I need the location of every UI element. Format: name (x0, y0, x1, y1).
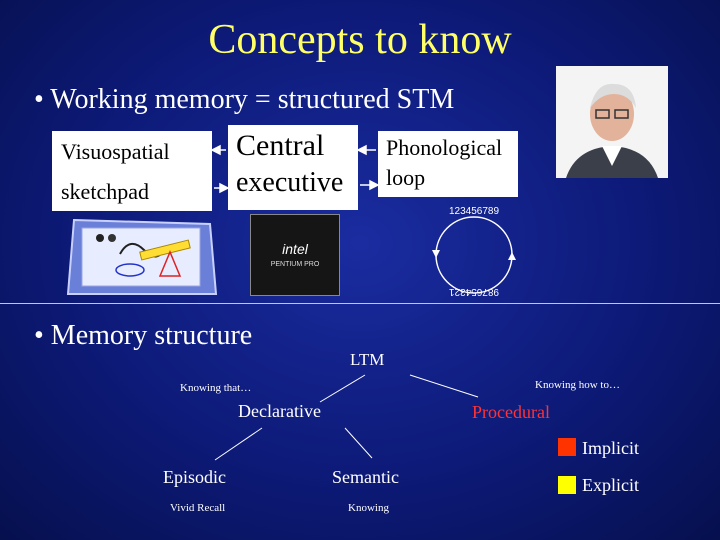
chip-logo: intel (282, 241, 308, 257)
bullet-working-memory: • Working memory = structured STM (34, 84, 455, 115)
visuospatial-box: Visuospatial sketchpad (52, 131, 212, 211)
executive-label: executive (236, 167, 344, 198)
central-label: Central (236, 129, 325, 162)
arrow-head-right-phon (369, 179, 380, 191)
chip-text: PENTIUM PRO (270, 261, 320, 268)
portrait-photo (556, 66, 668, 178)
sketchpad-label: sketchpad (61, 179, 149, 204)
explicit-swatch (558, 476, 576, 494)
implicit-swatch (558, 438, 576, 456)
slide-title: Concepts to know (208, 17, 512, 63)
phonological-loop-diagram: 123456789 987654321 (432, 206, 516, 297)
arrow-head-left-phon (356, 144, 367, 156)
declarative-node: Declarative (238, 401, 321, 421)
digits-forward: 123456789 (449, 206, 499, 217)
knowing-label: Knowing (348, 502, 389, 514)
explicit-legend-label: Explicit (582, 475, 639, 495)
phonological-label: Phonological (386, 135, 503, 160)
bullet-memory-structure: • Memory structure (34, 320, 253, 351)
vivid-recall-label: Vivid Recall (170, 502, 226, 514)
digits-backward: 987654321 (449, 286, 499, 297)
implicit-legend-label: Implicit (582, 438, 639, 458)
knowing-that-label: Knowing that… (180, 382, 252, 394)
semantic-node: Semantic (332, 467, 399, 487)
central-executive-box: Central executive (228, 125, 358, 210)
phonological-box: Phonological loop (378, 131, 518, 197)
arrow-head-left-upper (210, 144, 221, 156)
episodic-node: Episodic (163, 467, 226, 487)
section-divider (0, 303, 720, 304)
knowing-how-label: Knowing how to… (535, 379, 620, 391)
sketchpad-illustration (66, 218, 218, 295)
ltm-node: LTM (350, 350, 385, 369)
loop-label: loop (386, 165, 426, 190)
procedural-node: Procedural (472, 402, 550, 422)
visuospatial-label: Visuospatial (61, 139, 170, 164)
person-icon (556, 66, 668, 178)
pentium-chip-image: intel PENTIUM PRO (250, 214, 340, 296)
arrow-head-right-lower (219, 182, 230, 194)
